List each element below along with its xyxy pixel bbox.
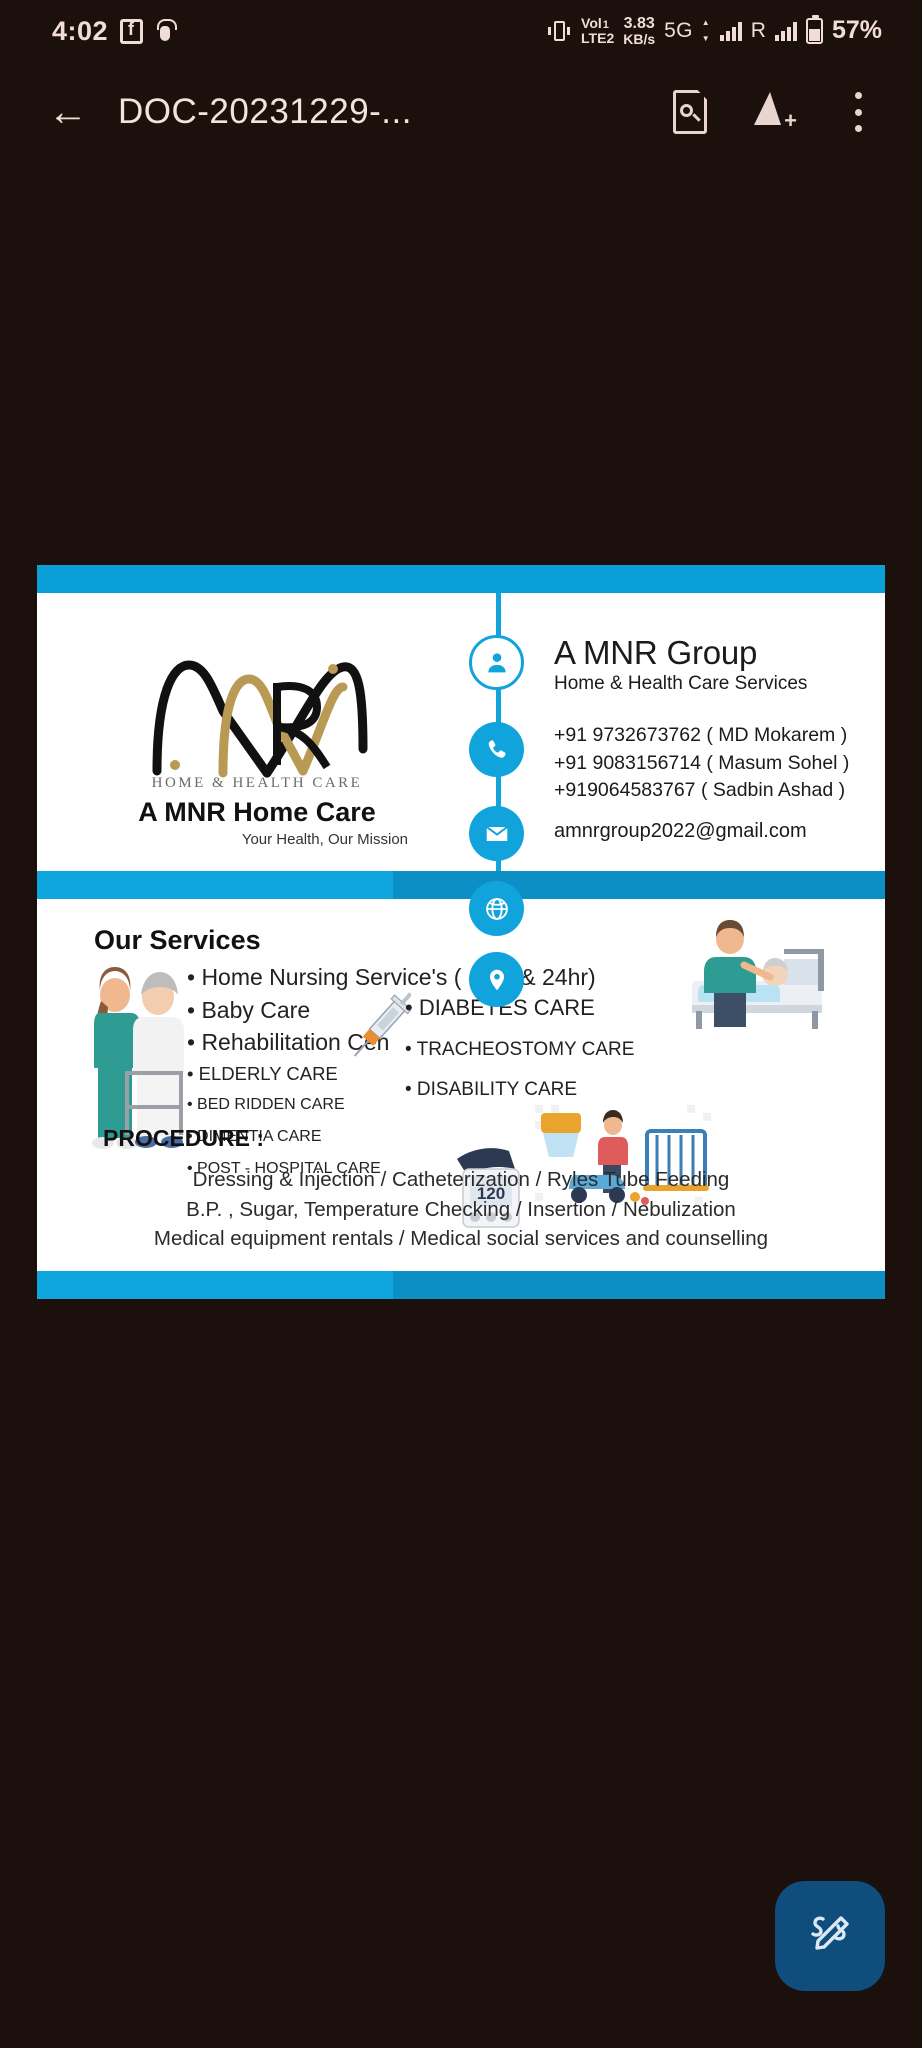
company-logo: HOME & HEALTH CARE A MNR Home Care Your …	[92, 653, 422, 848]
volte-sim-number: 1	[602, 19, 609, 32]
volte-label: Vol	[581, 15, 602, 32]
procedure-list: Dressing & Injection / Catheterization /…	[37, 1165, 885, 1254]
document-scan-button[interactable]	[648, 70, 732, 154]
network-type-label: 5G	[664, 18, 693, 42]
back-button[interactable]: ←	[36, 92, 100, 132]
procedure-heading: PROCEDURE :	[103, 1125, 265, 1151]
service-item: • BED RIDDEN CARE	[187, 1095, 345, 1113]
service-item: • ELDERLY CARE	[187, 1062, 338, 1084]
drive-add-icon: +	[754, 92, 797, 132]
baby-care-illustration	[535, 1105, 711, 1209]
procedure-line: Dressing & Injection / Catheterization /…	[192, 1168, 730, 1191]
service-item: • Rehabilitation Cen	[187, 1029, 390, 1056]
vibrate-icon	[546, 18, 572, 44]
location-pin-icon	[469, 952, 524, 1007]
contact-row-phone: +91 9732673762 ( MD Mokarem ) +91 908315…	[469, 722, 849, 805]
phone-line-3: +919064583767 ( Sadbin Ashad )	[554, 779, 846, 802]
services-heading: Our Services	[94, 925, 261, 955]
service-item: • DISABILITY CARE	[405, 1079, 578, 1100]
save-to-drive-button[interactable]: +	[732, 70, 816, 154]
data-rate-unit: KB/s	[623, 31, 656, 48]
service-item: • POST - HOSPITAL CARE	[187, 1159, 381, 1177]
bp-monitor-photo: 120	[449, 1139, 533, 1235]
service-item: • Home Nursing Service's ( 12hr & 24hr)	[187, 964, 596, 990]
organization-name: A MNR Group	[554, 634, 758, 671]
back-arrow-icon: ←	[48, 90, 88, 134]
contact-row-email: amnrgroup2022@gmail.com	[469, 806, 807, 861]
logo-company-name: A MNR Home Care	[138, 797, 376, 827]
battery-icon	[805, 14, 823, 44]
kebab-menu-icon	[854, 92, 862, 132]
document-page-2[interactable]: Our Services	[37, 871, 885, 1299]
svg-text:120: 120	[477, 1184, 505, 1203]
document-viewer[interactable]: HOME & HEALTH CARE A MNR Home Care Your …	[0, 162, 922, 2048]
app-bar-actions: +	[648, 70, 922, 154]
nurse-elderly-illustration	[85, 961, 193, 1151]
card2-body: Our Services	[37, 899, 885, 1271]
data-rate-indicator: 3.83 KB/s	[623, 14, 656, 48]
service-item: • Baby Care	[187, 996, 311, 1023]
roaming-label: R	[750, 18, 766, 42]
person-icon	[469, 635, 524, 690]
services-list-right: • DIABETES CARE • TRACHEOSTOMY CARE • DI…	[405, 995, 634, 1101]
document-title: DOC-20231229-...	[118, 92, 412, 131]
app-bar: ← DOC-20231229-... +	[0, 62, 922, 162]
service-item: • DIMENTIA CARE	[187, 1127, 322, 1145]
card2-top-bar	[37, 871, 885, 899]
contact-row-organization: A MNR Group Home & Health Care Services	[469, 634, 808, 695]
lte-label: LTE2	[581, 30, 615, 47]
signal-bars-sim1-icon	[719, 21, 742, 41]
email-icon	[469, 806, 524, 861]
logo-slogan: Your Health, Our Mission	[241, 831, 408, 848]
service-item: • TRACHEOSTOMY CARE	[405, 1039, 635, 1060]
services-list-left: • Home Nursing Service's ( 12hr & 24hr) …	[187, 961, 596, 1185]
annotate-pen-icon	[803, 1907, 857, 1966]
annotate-fab-button[interactable]	[775, 1881, 885, 1991]
phone-line-1: +91 9732673762 ( MD Mokarem )	[554, 724, 848, 746]
signal-bars-sim2-icon	[774, 21, 797, 41]
syringe-illustration	[345, 991, 413, 1069]
document-scan-icon	[673, 90, 707, 134]
overflow-menu-button[interactable]	[816, 70, 900, 154]
phone-line-2: +91 9083156714 ( Masum Sohel )	[554, 751, 850, 774]
phone-icon	[469, 722, 524, 777]
data-rate-value: 3.83	[623, 14, 655, 32]
bug-icon	[155, 19, 175, 44]
procedure-line: Medical equipment rentals / Medical soci…	[153, 1227, 769, 1251]
email-address: amnrgroup2022@gmail.com	[554, 820, 807, 842]
organization-subtitle: Home & Health Care Services	[554, 673, 808, 695]
card2-bottom-bar	[37, 1271, 885, 1299]
battery-percent-label: 57%	[831, 16, 882, 45]
monogram-mark-icon	[92, 653, 422, 781]
service-item: • DIABETES CARE	[405, 995, 595, 1020]
card1-top-bar	[37, 565, 885, 593]
photos-icon	[120, 18, 144, 44]
globe-icon	[469, 881, 524, 936]
logo-tagline: HOME & HEALTH CARE	[151, 775, 363, 791]
data-activity-icon	[702, 18, 710, 43]
procedure-line: B.P. , Sugar, Temperature Checking / Ins…	[186, 1197, 736, 1221]
status-bar-left: 4:02	[0, 16, 175, 47]
nurse-patient-bed-illustration	[634, 919, 829, 1031]
status-clock: 4:02	[52, 15, 109, 46]
